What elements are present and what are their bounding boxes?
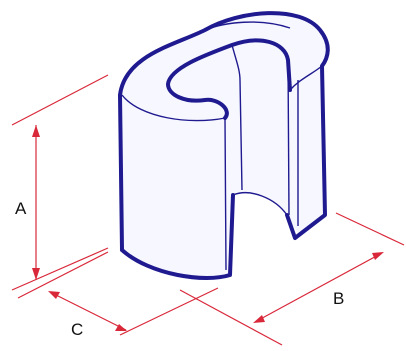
dimension-b: [179, 212, 405, 346]
dimension-c-label: C: [71, 320, 83, 339]
u-bracket-part: [118, 11, 330, 280]
top-right-edge: [204, 21, 291, 31]
slot-floor-edge: [232, 192, 288, 216]
dimension-b-label: B: [333, 289, 344, 308]
part-outline: [118, 11, 330, 280]
dimension-a-label: A: [15, 199, 27, 218]
front-face-edge: [121, 94, 227, 271]
dimension-a: [11, 74, 109, 291]
slot-inner-right: [287, 59, 290, 216]
right-wall-mid: [289, 65, 323, 91]
slot-inner-wall: [231, 44, 243, 191]
slot-top-outline: [166, 38, 292, 120]
dimension-c: [17, 251, 219, 336]
